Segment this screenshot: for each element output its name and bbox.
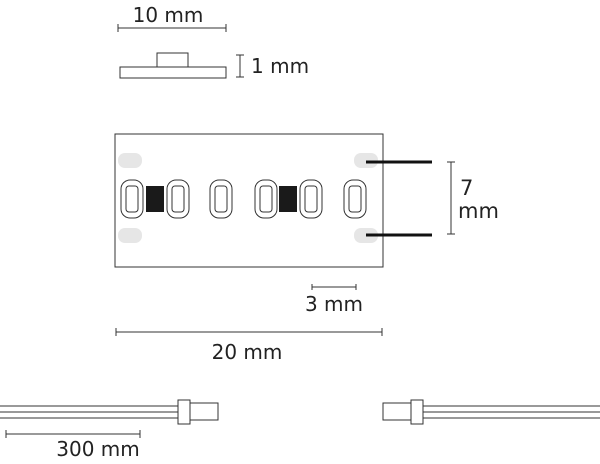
strip-width-value: 7 — [460, 176, 473, 200]
width-dimension: 10 mm — [117, 3, 227, 32]
resistor — [343, 179, 367, 219]
led-chip — [279, 186, 297, 212]
width-label: 10 mm — [133, 3, 204, 27]
pitch-dimension: 3 mm — [305, 284, 363, 316]
connector-right — [382, 402, 412, 421]
cable-length-dimension: 300 mm — [5, 430, 141, 461]
thickness-dimension: 1 mm — [236, 54, 309, 78]
led-chip — [146, 186, 164, 212]
length-label: 20 mm — [212, 340, 283, 364]
strip-top-view — [114, 133, 384, 268]
pitch-label: 3 mm — [305, 292, 363, 316]
length-dimension: 20 mm — [115, 328, 383, 364]
right-cable — [382, 399, 600, 425]
left-cable — [0, 399, 219, 425]
strip-width-dimension: 7 mm — [366, 160, 499, 237]
led-group — [120, 179, 190, 219]
connector-left — [177, 399, 191, 425]
cable-length-label: 300 mm — [56, 437, 140, 461]
resistor — [209, 179, 233, 219]
led-group — [254, 179, 323, 219]
thickness-label: 1 mm — [251, 54, 309, 78]
strip-width-unit: mm — [458, 199, 499, 223]
strip-profile — [119, 52, 227, 79]
